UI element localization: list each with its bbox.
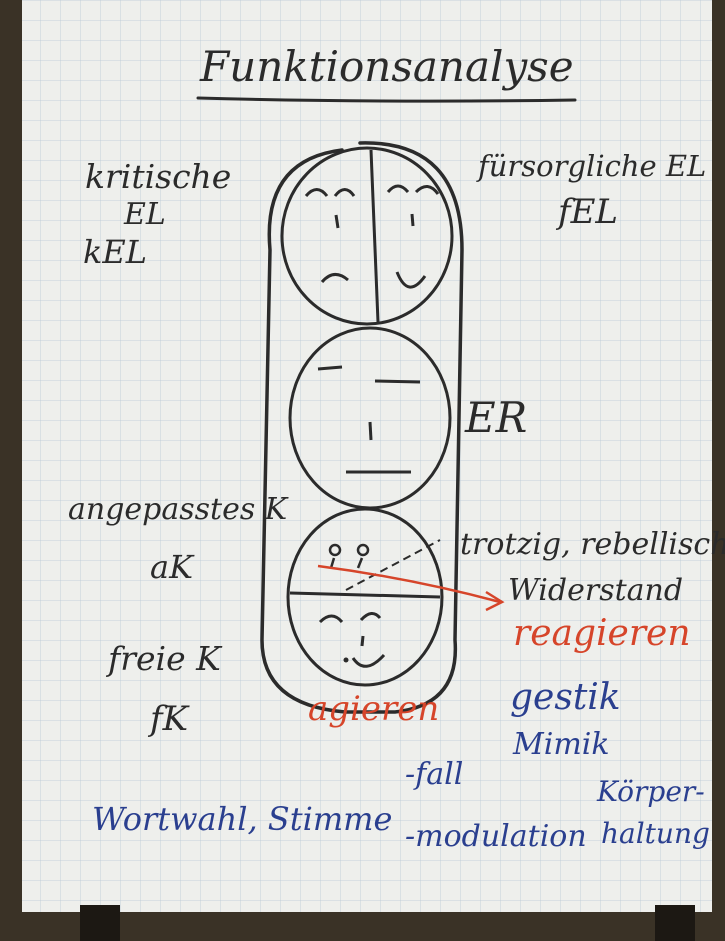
- label-gestik: gestik: [510, 680, 621, 716]
- label-fall: -fall: [405, 760, 463, 790]
- label-modulation: -modulation: [405, 822, 587, 852]
- adult-brow-left: [318, 367, 342, 369]
- label-agieren: agieren: [308, 692, 439, 726]
- label-koerper: Körper-: [597, 778, 705, 806]
- label-angepasstes-k: angepasstes K: [68, 495, 287, 525]
- label-el-left: EL: [124, 200, 166, 230]
- easel-leg-right: [655, 905, 695, 941]
- child-nose: [362, 636, 363, 646]
- label-haltung: haltung: [601, 820, 710, 848]
- easel-leg-left: [80, 905, 120, 941]
- label-freie-k: freie K: [108, 642, 221, 675]
- label-reagieren: reagieren: [513, 616, 691, 652]
- label-fk: fK: [150, 702, 188, 736]
- adult-nose: [370, 422, 371, 440]
- label-mimik: Mimik: [513, 730, 610, 760]
- label-fuersorgliche-el: fürsorgliche EL: [478, 152, 706, 181]
- label-trotzig-rebellisch: trotzig, rebellisch: [460, 530, 725, 560]
- title: Funktionsanalyse: [200, 46, 574, 88]
- parent-nose-right: [412, 214, 413, 226]
- label-er: ER: [465, 397, 527, 439]
- label-kritische: kritische: [85, 160, 231, 193]
- label-wortwahl-stimme: Wortwahl, Stimme: [92, 803, 392, 835]
- label-ak: aK: [150, 551, 193, 583]
- label-fel: fEL: [558, 195, 618, 229]
- parent-nose-left: [336, 215, 338, 228]
- child-dimple: [344, 658, 349, 663]
- adult-brow-right: [375, 381, 420, 382]
- label-kel: kEL: [83, 236, 147, 268]
- label-widerstand: Widerstand: [508, 576, 683, 606]
